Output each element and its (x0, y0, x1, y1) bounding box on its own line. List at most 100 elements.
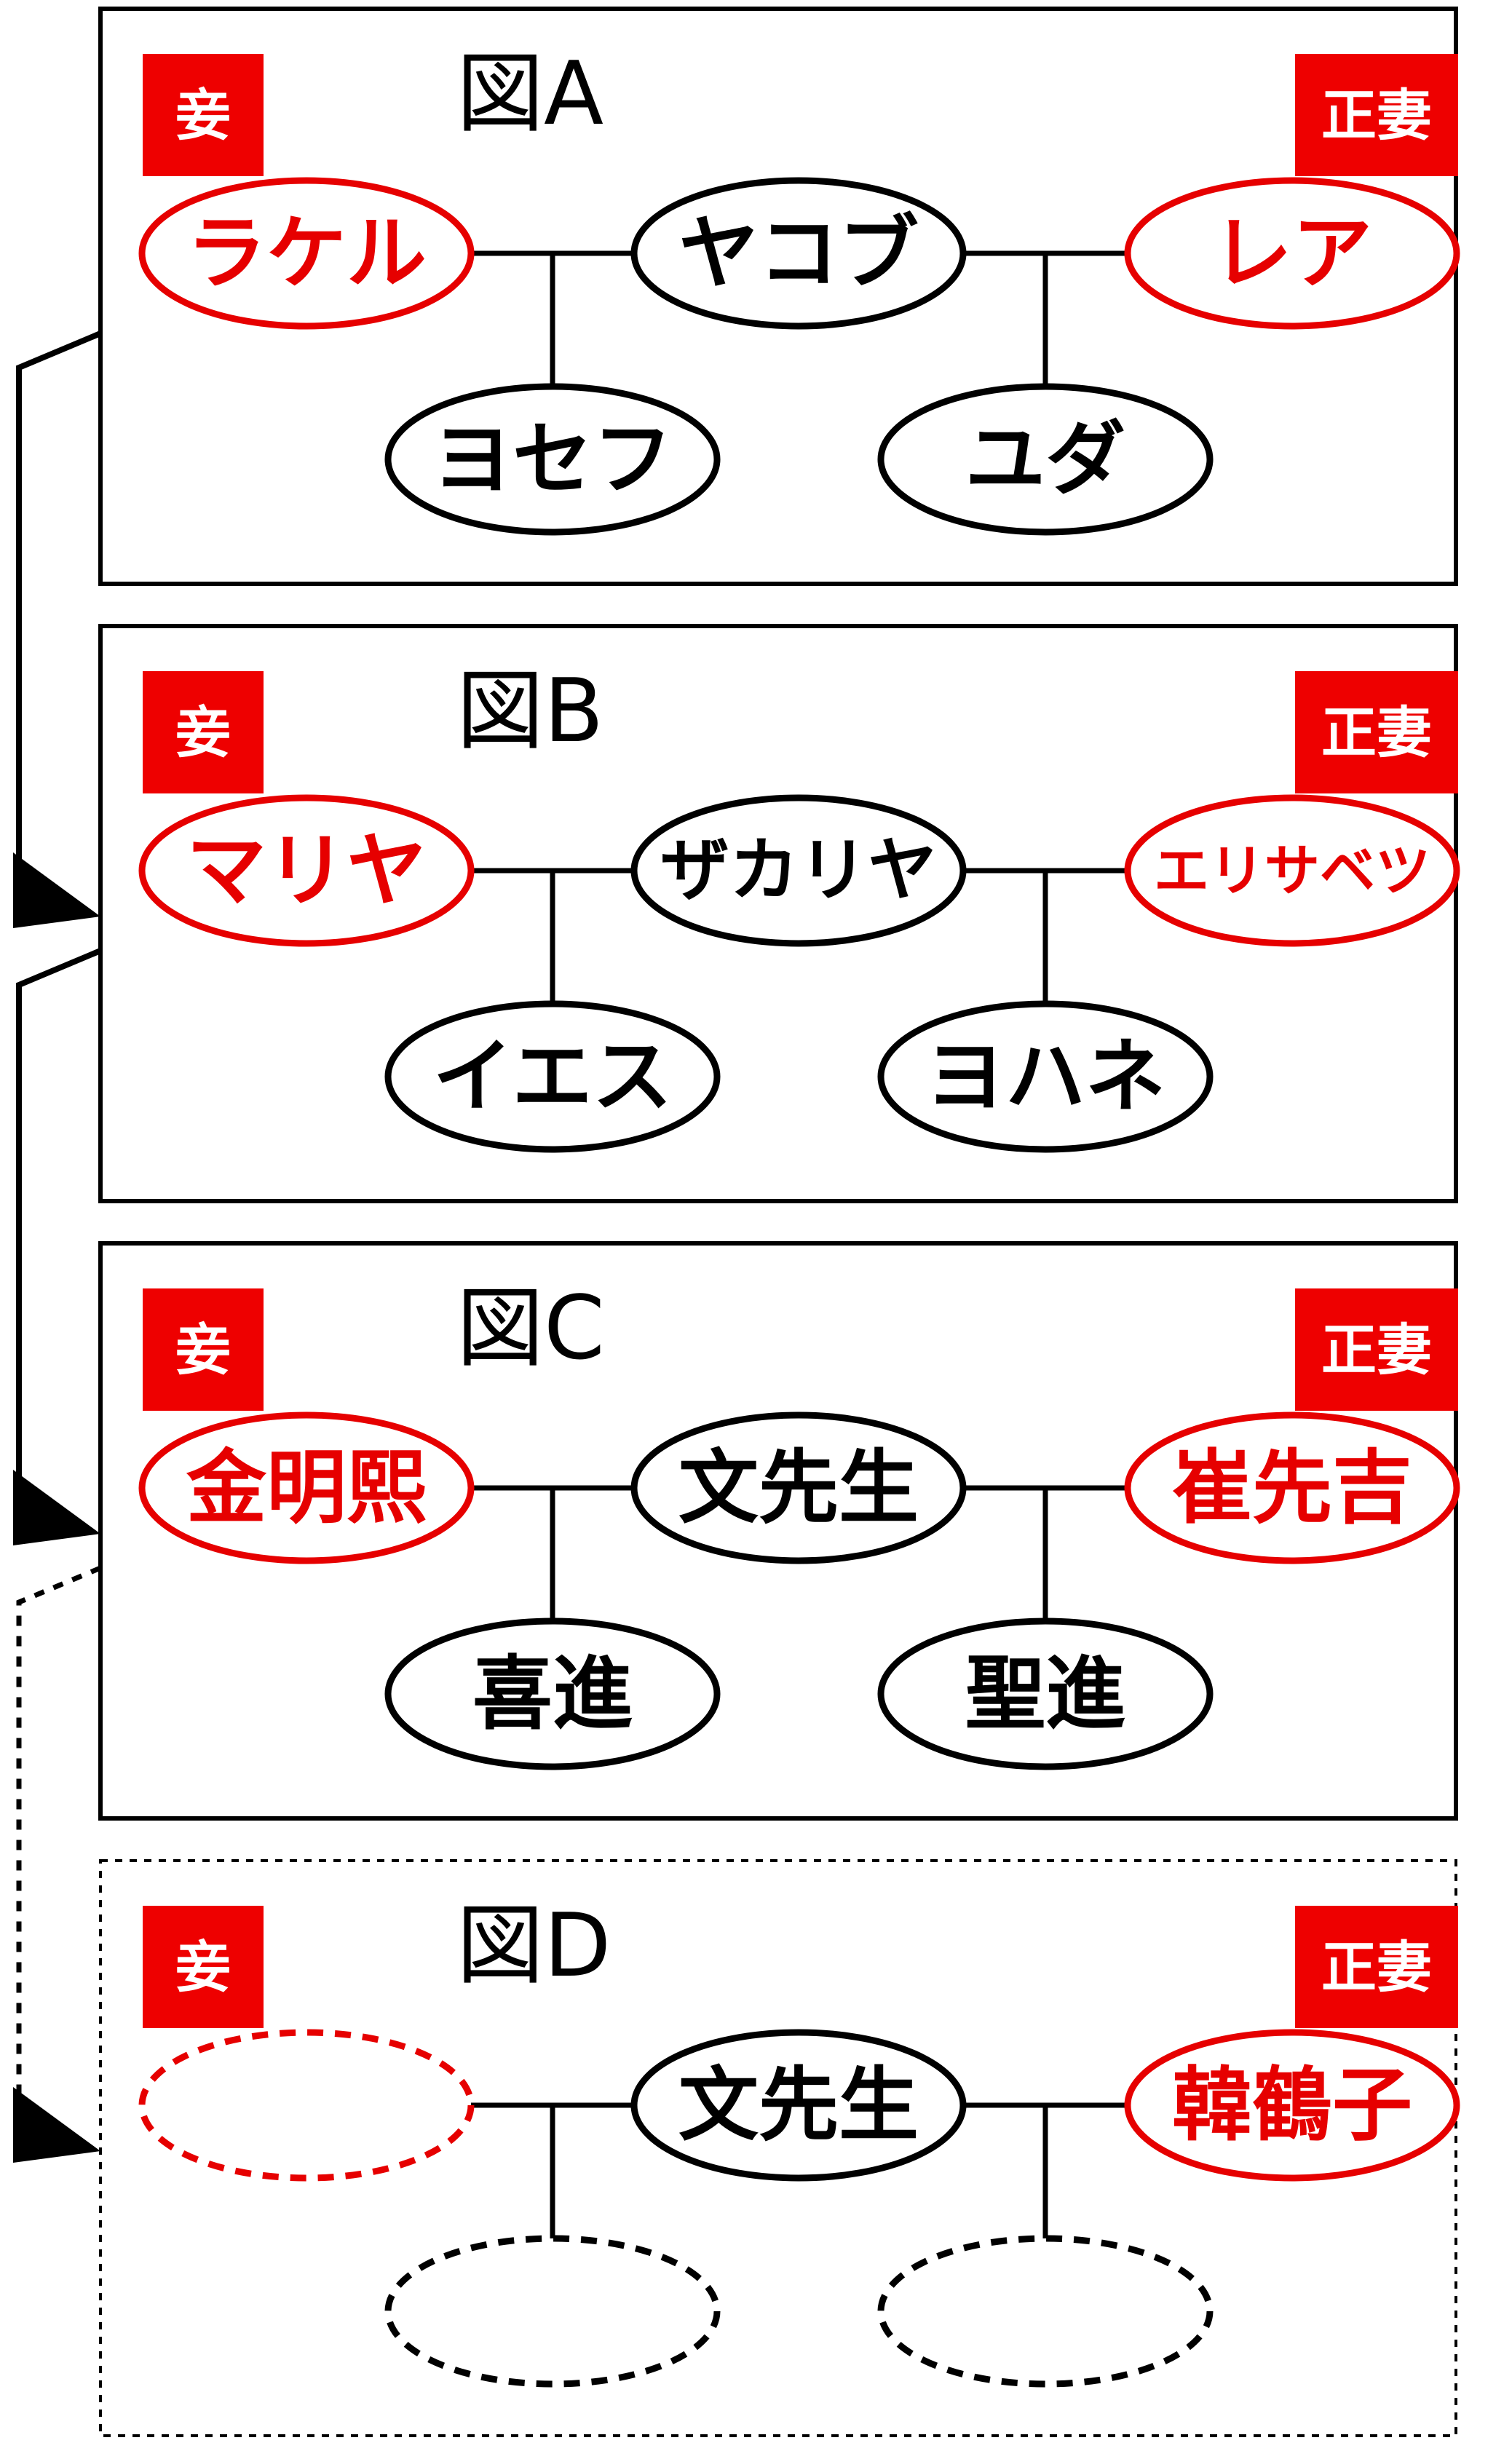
arrow-head-icon (13, 852, 100, 928)
person-label: 喜進 (472, 1647, 633, 1741)
tag-box (143, 54, 264, 176)
person-right-child (877, 2235, 1214, 2388)
person-label: 文先生 (678, 2059, 919, 2152)
person-label: 韓鶴子 (1172, 2059, 1412, 2152)
person-label: ユダ (965, 413, 1125, 506)
panel-title: 図C (456, 1278, 605, 1379)
person-ellipse (877, 2235, 1214, 2388)
person-left-child: 喜進 (384, 1617, 721, 1770)
tag-label: 正妻 (1321, 1935, 1432, 2000)
person-label: ヨセフ (432, 413, 673, 506)
person-label: ザカリヤ (660, 831, 937, 911)
person-ellipse (877, 1000, 1214, 1153)
panel-title: 図D (456, 1896, 611, 1997)
person-right-child: 聖進 (877, 1617, 1214, 1770)
person-right-child: ユダ (877, 383, 1214, 536)
flow-b-to-c (13, 948, 102, 1545)
tag-label: 正妻 (1321, 1318, 1432, 1382)
person-right-spouse: エリサベツ (1124, 794, 1460, 947)
person-ellipse (1124, 1411, 1460, 1564)
legal-wife-tag: 正妻 (1295, 1288, 1458, 1411)
tag-box (1295, 1906, 1458, 2028)
person-ellipse (138, 177, 475, 330)
panels: 妾正妻図Aラケルヤコブレアヨセフユダ妾正妻図Bマリヤザカリヤエリサベツイエスヨハ… (98, 7, 1460, 2437)
flow-arrows (13, 330, 102, 2163)
person-left-spouse: 金明熙 (138, 1411, 475, 1564)
person-label: ヤコブ (678, 207, 919, 300)
tag-label: 妾 (175, 700, 231, 765)
flow-a-to-b (13, 330, 102, 928)
panel-title: 図A (456, 44, 603, 145)
person-right-spouse: レア (1124, 177, 1460, 330)
flow-line (16, 1565, 102, 2144)
person-label: 文先生 (678, 1441, 919, 1535)
person-ellipse (1124, 2029, 1460, 2182)
person-ellipse (1124, 794, 1460, 947)
person-left-child: ヨセフ (384, 383, 721, 536)
tag-label: 妾 (175, 1935, 231, 2000)
arrow-head-icon (13, 2087, 100, 2163)
person-ellipse (630, 177, 967, 330)
tag-box (143, 1906, 264, 2028)
person-ellipse (630, 2029, 967, 2182)
concubine-tag: 妾 (143, 54, 264, 176)
person-ellipse (877, 383, 1214, 536)
arrow-head-icon (13, 1470, 100, 1545)
person-ellipse (138, 2029, 475, 2182)
person-label: 崔先吉 (1172, 1441, 1412, 1535)
person-label: 聖進 (965, 1647, 1125, 1741)
person-left-child (384, 2235, 721, 2388)
person-label: レア (1212, 207, 1372, 300)
person-right-spouse: 韓鶴子 (1124, 2029, 1460, 2182)
tag-label: 妾 (175, 1318, 231, 1382)
legal-wife-tag: 正妻 (1295, 671, 1458, 793)
person-right-child: ヨハネ (877, 1000, 1214, 1153)
tag-label: 妾 (175, 83, 231, 148)
person-ellipse (384, 1617, 721, 1770)
person-husband: 文先生 (630, 1411, 967, 1564)
person-label: マリヤ (186, 824, 427, 917)
tag-box (143, 671, 264, 793)
concubine-tag: 妾 (143, 1906, 264, 2028)
person-ellipse (138, 1411, 475, 1564)
person-husband: ザカリヤ (630, 794, 967, 947)
person-label: 金明熙 (186, 1441, 427, 1535)
flow-line (16, 948, 102, 1527)
tag-label: 正妻 (1321, 700, 1432, 765)
person-ellipse (138, 794, 475, 947)
concubine-tag: 妾 (143, 671, 264, 793)
person-ellipse (1124, 177, 1460, 330)
legal-wife-tag: 正妻 (1295, 1906, 1458, 2028)
person-husband: ヤコブ (630, 177, 967, 330)
person-label: ヨハネ (925, 1030, 1165, 1123)
person-left-child: イエス (384, 1000, 721, 1153)
person-ellipse (384, 2235, 721, 2388)
tag-box (1295, 671, 1458, 793)
legal-wife-tag: 正妻 (1295, 54, 1458, 176)
person-ellipse (630, 794, 967, 947)
tag-box (1295, 54, 1458, 176)
person-left-spouse (138, 2029, 475, 2182)
person-ellipse (384, 383, 721, 536)
panel-title: 図B (456, 661, 603, 762)
person-ellipse (630, 1411, 967, 1564)
person-husband: 文先生 (630, 2029, 967, 2182)
person-left-spouse: マリヤ (138, 794, 475, 947)
person-label: エリサベツ (1154, 839, 1430, 903)
person-right-spouse: 崔先吉 (1124, 1411, 1460, 1564)
person-ellipse (877, 1617, 1214, 1770)
flow-line (16, 330, 102, 909)
tag-box (1295, 1288, 1458, 1411)
tag-label: 正妻 (1321, 83, 1432, 148)
flow-c-to-d (13, 1565, 102, 2163)
concubine-tag: 妾 (143, 1288, 264, 1411)
person-ellipse (384, 1000, 721, 1153)
person-label: ラケル (186, 207, 427, 300)
person-label: イエス (433, 1030, 673, 1123)
panel-d: 妾 正妻 図D 文先生 韓鶴子 (99, 1859, 1460, 2437)
tag-box (143, 1288, 264, 1411)
